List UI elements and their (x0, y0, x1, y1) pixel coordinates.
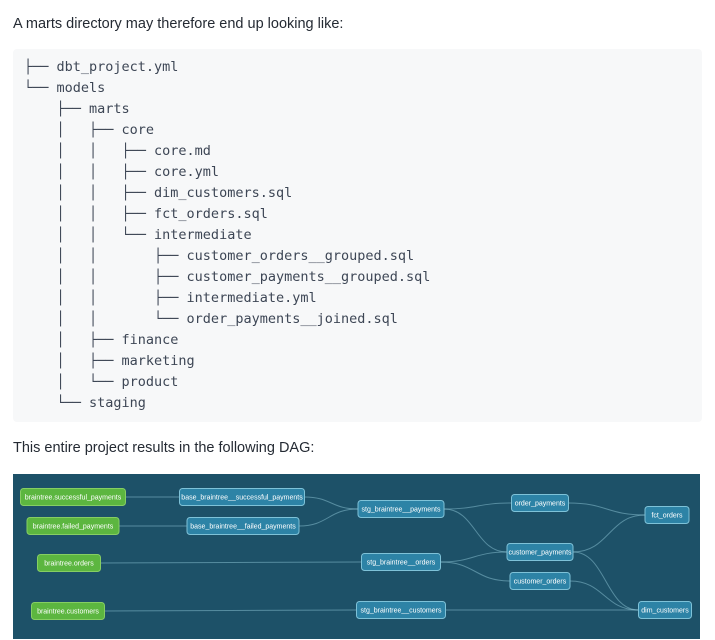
dag-node-label: braintree.orders (44, 561, 94, 568)
dag-node-box (638, 601, 692, 619)
dag-node-label: stg_braintree__payments (362, 507, 441, 514)
dag-node-label: base_braintree__successful_payments (181, 495, 303, 502)
dag-node-source: braintree.successful_payments (20, 488, 126, 506)
dag-caption: This entire project results in the follo… (13, 440, 315, 456)
dag-node-model: order_payments (511, 494, 569, 512)
dag-node-model: base_braintree__successful_payments (179, 488, 305, 506)
dag-node-box (26, 517, 120, 535)
dag-node-label: order_payments (515, 501, 566, 508)
dag-edge (572, 514, 646, 553)
dag-node-source: braintree.customers (31, 602, 105, 620)
dag-node-box (644, 506, 690, 524)
dag-node-box (509, 572, 571, 590)
dag-edge (304, 496, 359, 510)
dag-edge (440, 551, 508, 563)
dag-node-label: customer_payments (508, 550, 572, 557)
dag-edge (569, 580, 639, 611)
dag-node-label: customer_orders (514, 579, 567, 586)
dag-image: braintree.successful_payments braintree.f… (13, 474, 700, 639)
dag-edge (443, 508, 508, 553)
dag-edge (440, 561, 511, 582)
dag-node-source: braintree.failed_payments (26, 517, 120, 535)
dag-edge (100, 561, 362, 564)
dag-node-label: braintree.successful_payments (25, 495, 122, 502)
dag-node-label: braintree.failed_payments (33, 524, 114, 531)
dag-node-label: base_braintree__failed_payments (190, 524, 296, 531)
dag-node-label: dim_customers (641, 608, 689, 615)
dag-node-model: fct_orders (644, 506, 690, 524)
dag-edge (104, 609, 357, 612)
dag-node-source: braintree.orders (37, 554, 101, 572)
dag-edge (443, 502, 512, 510)
dag-node-box (356, 601, 446, 619)
dag-node-box (37, 554, 101, 572)
dag-node-box (186, 517, 300, 535)
dag-node-label: stg_braintree__customers (361, 608, 442, 615)
dag-svg: braintree.successful_payments braintree.f… (20, 488, 692, 620)
dag-node-model: dim_customers (638, 601, 692, 619)
dag-node-model: stg_braintree__payments (357, 500, 445, 518)
dag-node-box (20, 488, 126, 506)
dag-node-box (357, 500, 445, 518)
dag-node-model: customer_payments (506, 543, 574, 561)
dag-edge (298, 508, 359, 527)
directory-tree-code-block: ├── dbt_project.yml └── models ├── marts… (13, 49, 702, 422)
dag-node-label: fct_orders (651, 513, 683, 520)
dag-node-box (179, 488, 305, 506)
dag-node-box (511, 494, 569, 512)
dag-node-model: stg_braintree__orders (361, 553, 441, 571)
dag-node-box (31, 602, 105, 620)
dag-edge (568, 502, 646, 516)
dag-edge (572, 551, 639, 611)
dag-node-label: stg_braintree__orders (367, 560, 436, 567)
intro-text: A marts directory may therefore end up l… (13, 16, 344, 32)
dag-node-model: customer_orders (509, 572, 571, 590)
dag-node-box (506, 543, 574, 561)
dag-node-box (361, 553, 441, 571)
dag-node-model: stg_braintree__customers (356, 601, 446, 619)
dag-node-label: braintree.customers (37, 609, 99, 616)
dag-node-model: base_braintree__failed_payments (186, 517, 300, 535)
